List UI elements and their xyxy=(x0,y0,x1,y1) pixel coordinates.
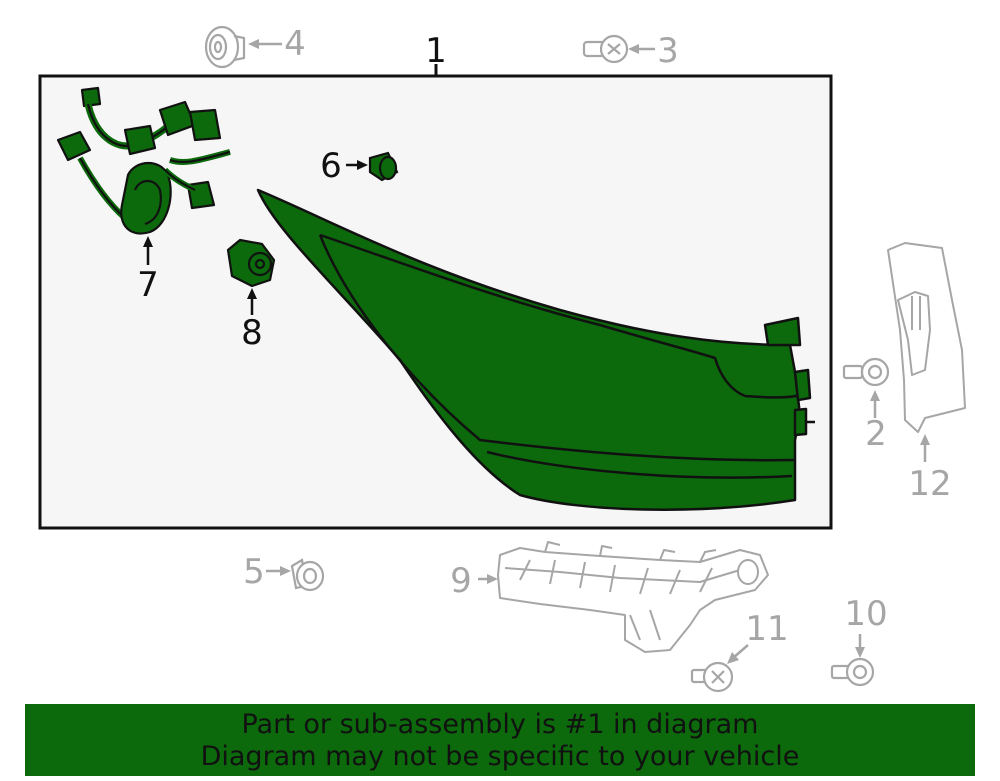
callout-11-arrow xyxy=(727,652,739,664)
mounting-bracket xyxy=(497,541,769,653)
screw-2 xyxy=(842,357,890,387)
callout-2-arrow xyxy=(870,390,880,401)
callout-7-arrow xyxy=(143,236,153,247)
banner-line-2: Diagram may not be specific to your vehi… xyxy=(200,741,800,772)
plug xyxy=(368,151,399,182)
screw-3 xyxy=(582,34,629,64)
callout-7: 7 xyxy=(137,265,159,305)
callout-9: 9 xyxy=(450,561,472,601)
callout-6-arrow xyxy=(357,160,368,170)
callout-5-arrow xyxy=(280,566,291,576)
callout-3-arrow xyxy=(628,44,639,54)
callout-9-arrow xyxy=(487,574,498,584)
callout-8: 8 xyxy=(241,313,263,353)
callout-12-arrow xyxy=(920,434,930,445)
callout-10: 10 xyxy=(844,594,887,634)
callout-4: 4 xyxy=(284,24,306,64)
wiring-harness xyxy=(56,86,231,235)
bulb-socket xyxy=(226,238,276,288)
callout-8-arrow xyxy=(247,288,257,299)
callout-10-arrow xyxy=(855,647,865,658)
callout-12: 12 xyxy=(908,464,951,504)
info-banner: Part or sub-assembly is #1 in diagram Di… xyxy=(25,704,975,776)
callout-2: 2 xyxy=(865,414,887,454)
tail-lamp-assembly xyxy=(256,188,815,511)
screw-10 xyxy=(830,657,875,687)
grommet xyxy=(204,25,246,69)
callout-1: 1 xyxy=(425,31,447,71)
callout-11: 11 xyxy=(745,609,788,649)
parts-diagram: 1 7 8 xyxy=(38,24,966,693)
clip xyxy=(290,558,325,592)
callout-11-leader xyxy=(732,644,749,659)
banner-line-1: Part or sub-assembly is #1 in diagram xyxy=(241,709,759,740)
callout-5: 5 xyxy=(243,552,265,592)
trim-panel xyxy=(887,242,966,433)
callout-3: 3 xyxy=(657,31,679,71)
screw-11 xyxy=(690,661,734,693)
callout-6: 6 xyxy=(320,146,342,186)
callout-4-arrow xyxy=(248,39,259,49)
